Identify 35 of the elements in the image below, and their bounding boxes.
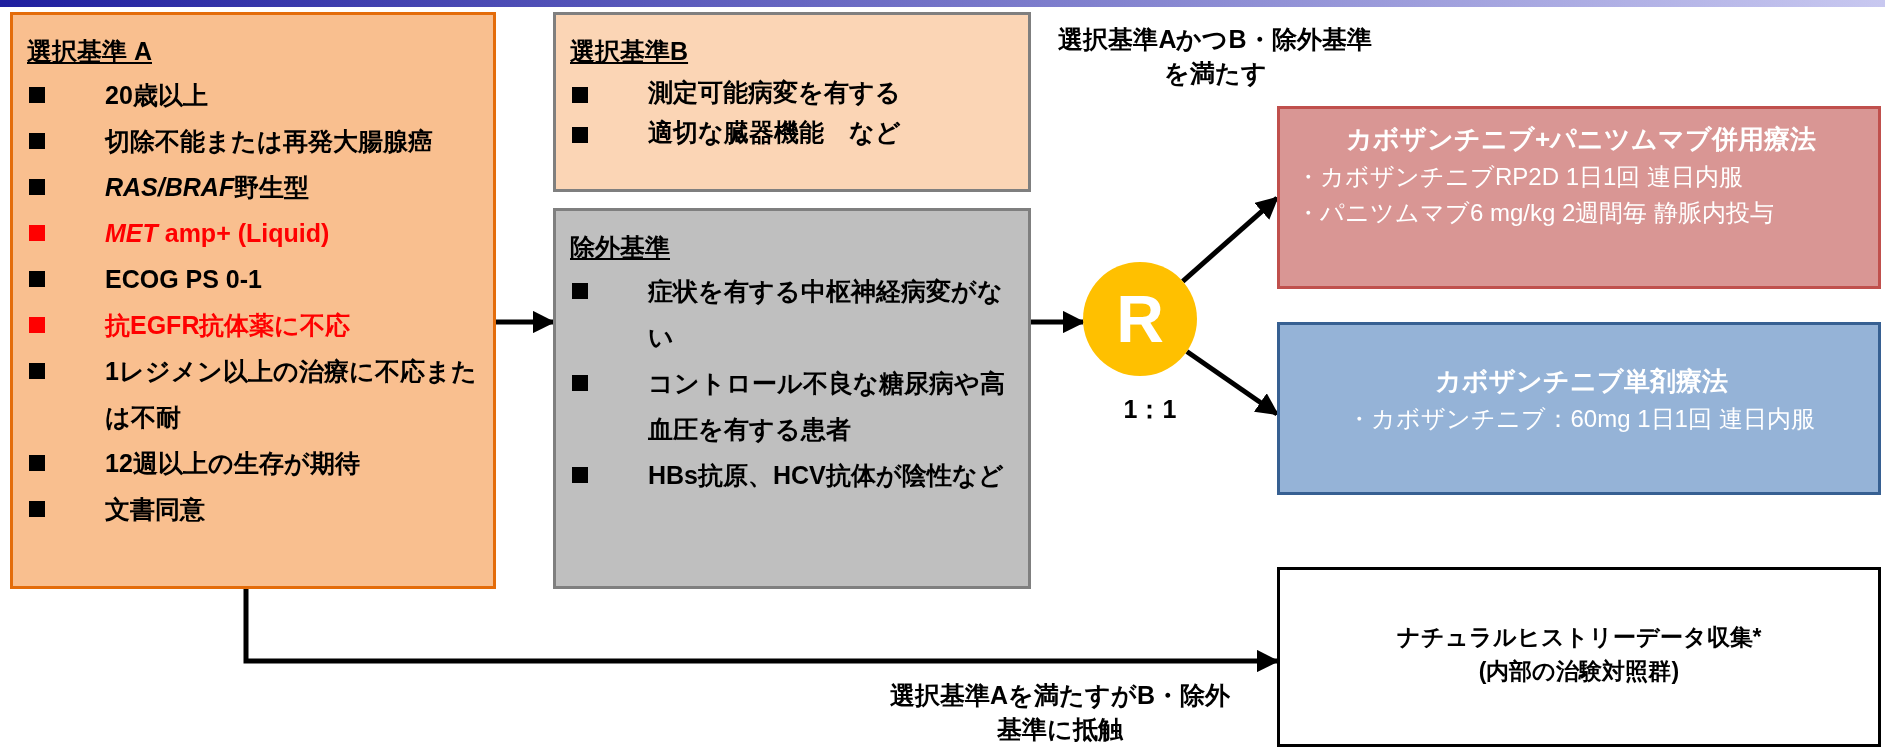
criteria-item: ECOG PS 0-1 bbox=[105, 265, 262, 293]
ratio-label: 1：1 bbox=[1122, 394, 1178, 425]
criteria-item: 症状を有する中枢神経病変がない bbox=[648, 277, 1003, 351]
arrow bbox=[1181, 196, 1279, 284]
criteria-item: 12週以上の生存が期待 bbox=[105, 449, 360, 477]
data-collection-box bbox=[1277, 567, 1881, 747]
box-title: ナチュラルヒストリーデータ収集* bbox=[1396, 623, 1762, 652]
criteria-item: 抗EGFR抗体薬に不応 bbox=[105, 311, 351, 339]
criteria-box bbox=[553, 12, 1031, 192]
criteria-item: 切除不能または再発大腸腺癌 bbox=[105, 127, 433, 155]
criteria-item: 1レジメン以上の治療に不応または不耐 bbox=[105, 357, 477, 431]
box-heading: 選択基準B bbox=[570, 36, 689, 67]
box-heading: 選択基準 A bbox=[27, 36, 152, 67]
treatment-box bbox=[1277, 322, 1881, 495]
criteria-item: 適切な臓器機能 など bbox=[648, 118, 901, 146]
treatment-detail: ・カボザンチニブ：60mg 1日1回 連日内服 bbox=[1346, 403, 1816, 434]
treatment-title: カボザンチニブ単剤療法 bbox=[1433, 364, 1729, 398]
criteria-item: MET amp+ (Liquid) bbox=[105, 219, 330, 247]
treatment-box bbox=[1277, 106, 1881, 289]
randomization-letter: R bbox=[1116, 281, 1164, 357]
criteria-item: 文書同意 bbox=[105, 495, 205, 523]
criteria-box bbox=[10, 12, 496, 589]
exclusion-box bbox=[553, 208, 1031, 589]
treatment-detail: ・カボザンチニブRP2D 1日1回 連日内服 bbox=[1296, 162, 1745, 192]
treatment-detail: ・パニツムマブ6 mg/kg 2週間毎 静脈内投与 bbox=[1296, 198, 1776, 228]
criteria-item: コントロール不良な糖尿病や高血圧を有する患者 bbox=[648, 369, 1005, 443]
criteria-item: RAS/BRAF野生型 bbox=[105, 173, 310, 201]
treatment-title: カボザンチニブ+パニツムマブ併用療法 bbox=[1344, 123, 1818, 156]
criteria-item: HBs抗原、HCV抗体が陰性など bbox=[648, 461, 1004, 489]
box-heading: 除外基準 bbox=[570, 232, 670, 263]
branch-note: 選択基準AかつB・除外基準を満たす bbox=[1057, 24, 1373, 89]
arrow bbox=[1185, 349, 1279, 417]
box-subtitle: (内部の治験対照群) bbox=[1478, 657, 1680, 686]
criteria-item: 20歳以上 bbox=[105, 81, 208, 109]
criteria-item: 測定可能病変を有する bbox=[648, 78, 901, 106]
